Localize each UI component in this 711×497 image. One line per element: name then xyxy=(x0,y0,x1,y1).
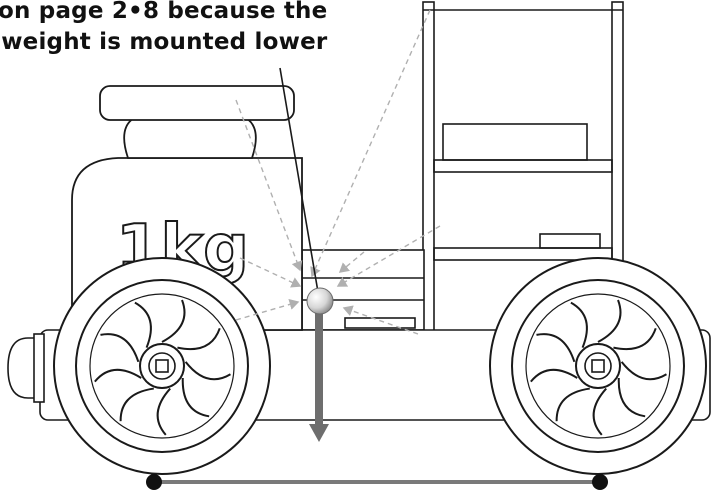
caption-leader-line xyxy=(279,67,319,293)
mass-contribution-arrows xyxy=(235,9,441,335)
explanation-caption: on page 2•8 because the weight is mounte… xyxy=(0,0,327,58)
rear-wheel xyxy=(489,257,707,475)
rear-contact-point xyxy=(592,474,608,490)
center-of-mass-icon xyxy=(306,287,334,315)
caption-line-1: on page 2•8 because the xyxy=(0,0,328,24)
front-wheel xyxy=(53,257,271,475)
caption-line-2: weight is mounted lower xyxy=(1,29,328,55)
gravity-down-arrow xyxy=(309,302,329,442)
front-contact-point xyxy=(146,474,162,490)
front-bumper xyxy=(7,333,45,403)
